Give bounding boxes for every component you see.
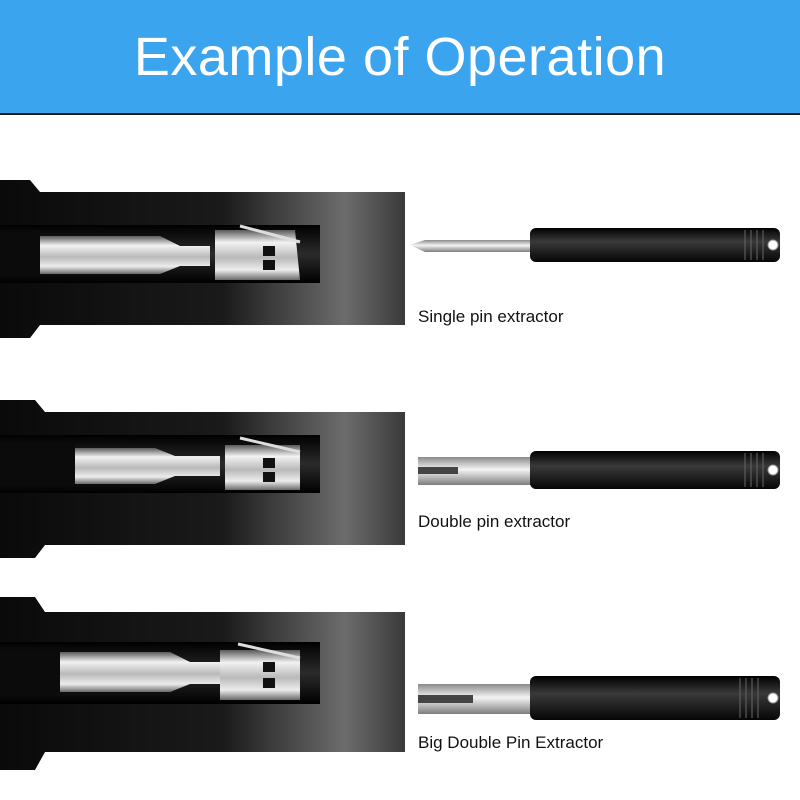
tool-label: Big Double Pin Extractor [418,733,604,752]
example-big-double-pin: Big Double Pin Extractor [0,592,800,770]
single-pin-tip [410,228,780,262]
header-banner: Example of Operation [0,0,800,115]
tool-label: Single pin extractor [418,307,564,326]
tool-label: Double pin extractor [418,512,571,531]
page-title: Example of Operation [133,26,667,87]
connector-cross-section [0,400,405,558]
connector-cross-section [0,180,405,338]
example-double-pin: Double pin extractor [0,390,800,560]
double-pin-tip [418,451,780,489]
example-single-pin: Single pin extractor [0,170,800,340]
connector-cross-section [0,597,405,770]
big-double-pin-tip [418,676,780,720]
